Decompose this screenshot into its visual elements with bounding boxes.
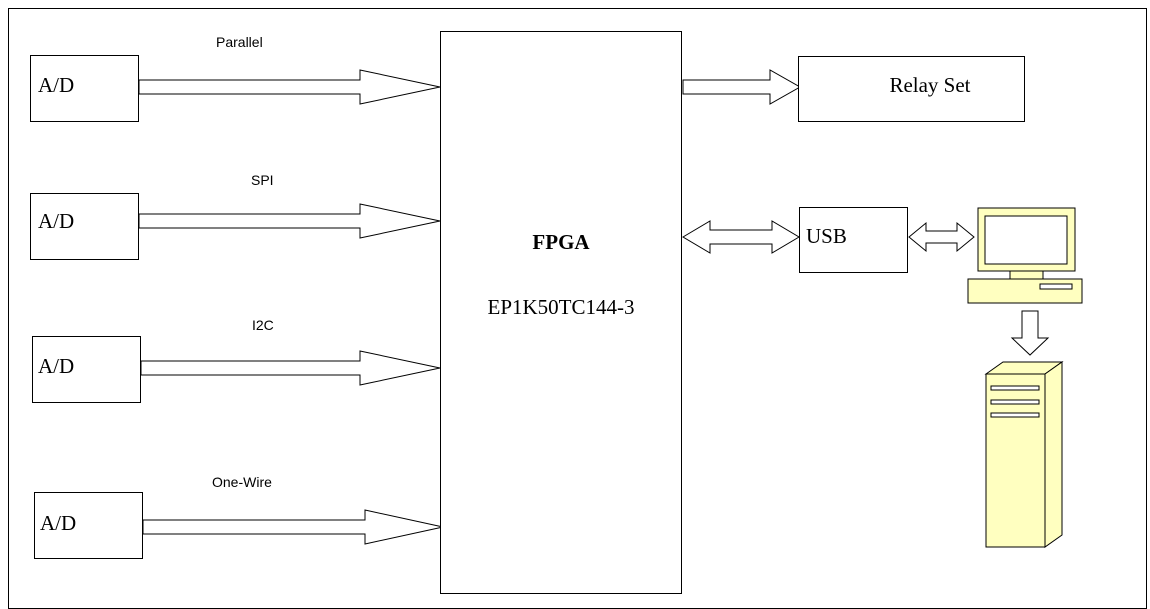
relay-set-label: Relay Set <box>889 73 970 97</box>
adc-label-1: A/D <box>38 73 74 97</box>
computer-server-arrow <box>1010 310 1050 356</box>
fpga-usb-bidirectional-arrow <box>682 220 800 254</box>
fpga-part-number: EP1K50TC144-3 <box>488 295 635 319</box>
bus-label-one-wire: One-Wire <box>212 474 272 490</box>
parallel-bus-arrow <box>138 69 441 105</box>
server-tower-icon <box>984 361 1064 548</box>
bus-label-parallel: Parallel <box>216 34 263 50</box>
fpga-title: FPGA <box>532 230 590 254</box>
adc-label-4: A/D <box>40 511 76 535</box>
desktop-computer-icon <box>967 207 1083 304</box>
bus-label-i2c: I2C <box>252 317 274 333</box>
adc-label-2: A/D <box>38 209 74 233</box>
usb-computer-bidirectional-arrow <box>908 221 975 253</box>
adc-block-2: A/D <box>30 193 139 260</box>
fpga-block: FPGA EP1K50TC144-3 <box>440 31 682 594</box>
adc-block-3: A/D <box>32 336 141 403</box>
relay-set-block: Relay Set <box>798 56 1025 122</box>
relay-arrow <box>682 69 802 105</box>
usb-block: USB <box>799 207 908 273</box>
one-wire-bus-arrow <box>142 509 444 545</box>
adc-label-3: A/D <box>38 354 74 378</box>
spi-bus-arrow <box>138 203 441 239</box>
adc-block-1: A/D <box>30 55 139 122</box>
i2c-bus-arrow <box>140 350 441 386</box>
adc-block-4: A/D <box>34 492 143 559</box>
bus-label-spi: SPI <box>251 172 274 188</box>
usb-label: USB <box>806 224 847 248</box>
